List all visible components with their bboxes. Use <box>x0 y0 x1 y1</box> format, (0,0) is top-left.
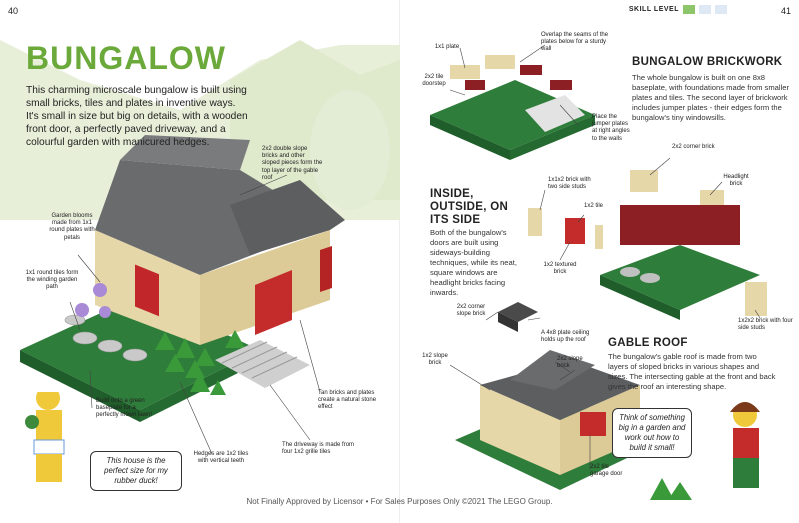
callout-slope-2x2: 2x2 slope brick <box>557 356 583 370</box>
skill-box-3 <box>715 5 727 14</box>
section-heading-brickwork: BUNGALOW BRICKWORK <box>632 56 783 68</box>
callout-headlight: Headlight brick <box>723 174 749 188</box>
callout-four-studs: 1x2x2 brick with four side studs <box>738 318 793 332</box>
callout-corner-brick: 2x2 corner brick <box>672 144 715 150</box>
callout-garden-blooms: Garden blooms made from 1x1 round plates… <box>49 213 95 241</box>
section-body-brickwork: The whole bungalow is built on one 8x8 b… <box>632 73 790 122</box>
speech-bubble-left: This house is the perfect size for my ru… <box>90 451 182 491</box>
page-title: BUNGALOW <box>26 40 226 76</box>
bungalow-illustration <box>0 40 400 482</box>
callout-plate-4x8: A 4x8 plate ceiling holds up the roof <box>541 330 590 344</box>
skill-level-label: SKILL LEVEL <box>628 6 679 13</box>
intro-paragraph: This charming microscale bungalow is bui… <box>26 85 248 148</box>
skill-level: SKILL LEVEL <box>629 5 727 14</box>
section-heading-gable: GABLE ROOF <box>608 337 688 349</box>
section-heading-inside: INSIDE, OUTSIDE, ON ITS SIDE <box>430 188 509 226</box>
callout-textured: 1x2 textured brick <box>543 262 577 276</box>
section-body-gable: The bungalow's gable roof is made from t… <box>608 352 776 391</box>
skill-box-1 <box>683 5 695 14</box>
spine <box>399 0 400 523</box>
callout-plate-1x1: 1x1 plate <box>434 44 460 50</box>
callout-jumper: Place the jumper plates at right angles … <box>592 114 630 142</box>
callout-tan-bricks: Tan bricks and plates create a natural s… <box>318 390 377 411</box>
page-number-left: 40 <box>8 6 19 16</box>
callout-driveway: The driveway is made from four 1x2 grill… <box>282 442 355 456</box>
speech-bubble-right: Think of something big in a garden and w… <box>612 408 692 458</box>
skill-box-2 <box>699 5 711 14</box>
callout-slope-1x2: 1x2 slope brick <box>422 353 448 367</box>
callout-corner-slope: 2x2 corner slope brick <box>456 304 486 318</box>
callout-roof-slope: 2x2 double slope bricks and other sloped… <box>262 146 323 181</box>
callout-tile-1x2: 1x2 tile <box>584 203 604 209</box>
page-number-right: 41 <box>780 6 791 16</box>
callout-round-tiles: 1x1 round tiles form the winding garden … <box>25 270 79 291</box>
callout-side-studs: 1x1x2 brick with two side studs <box>548 177 591 191</box>
callout-hedges: Hedges are 1x2 tiles with vertical teeth <box>193 451 249 465</box>
section-body-inside: Both of the bungalow's doors are built u… <box>430 228 517 297</box>
build-steps-illustration <box>430 44 767 500</box>
callout-baseplate: Build onto a green baseplate for a perfe… <box>96 398 153 419</box>
callout-garage-door: 2x2 tile garage door <box>590 464 623 478</box>
footer-legal: Not Finally Approved by Licensor • For S… <box>246 497 553 506</box>
callout-doorstep: 2x2 tile doorstep <box>422 74 446 88</box>
callout-overlap: Overlap the seams of the plates below fo… <box>541 32 609 53</box>
